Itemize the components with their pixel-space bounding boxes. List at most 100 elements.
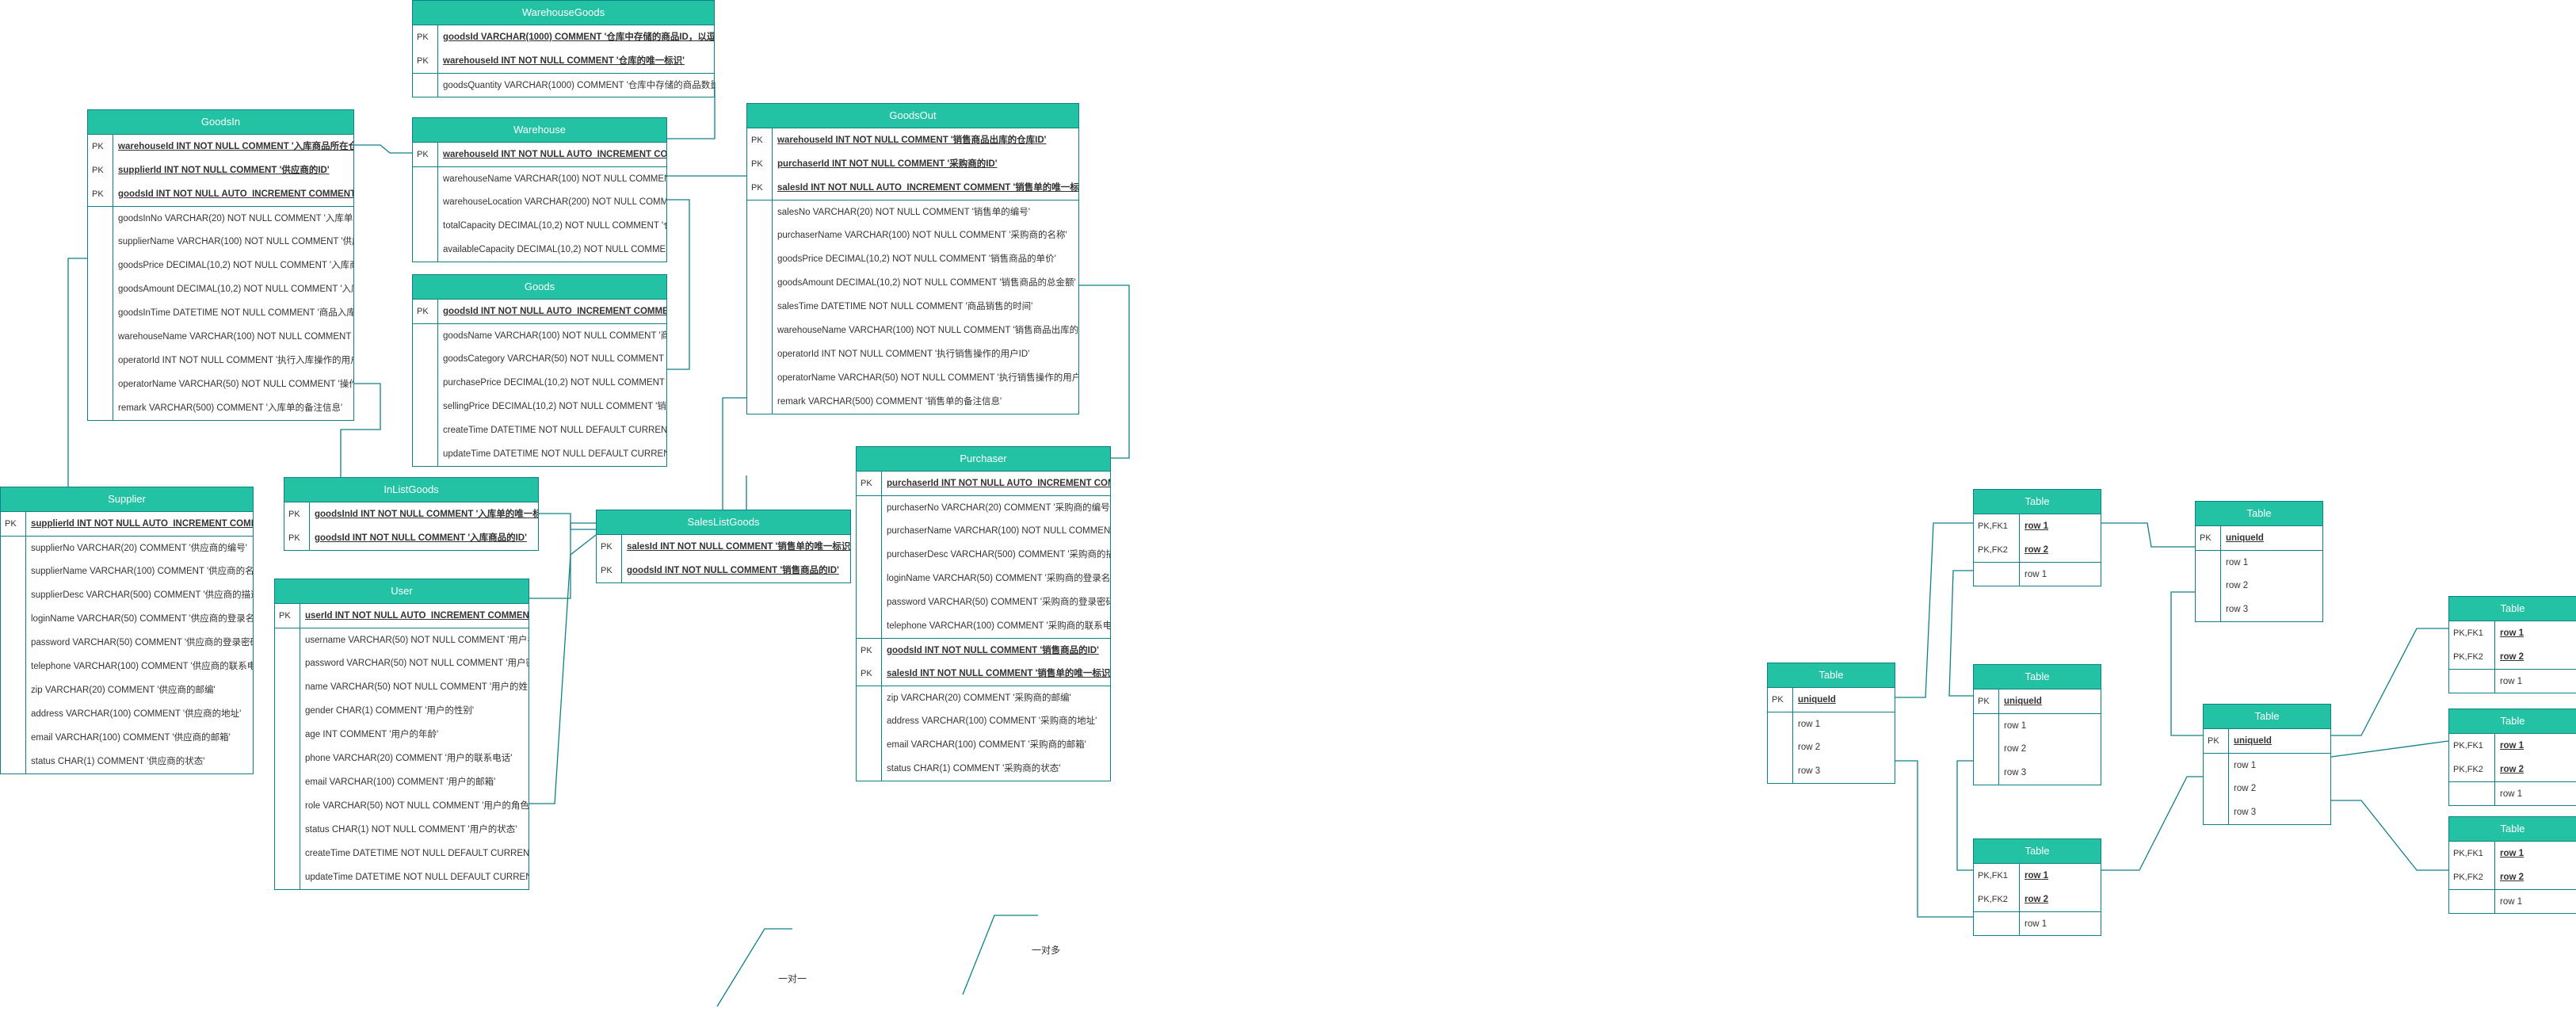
table-row[interactable]: row 1 (1974, 911, 2101, 935)
table-row[interactable]: purchaserNo VARCHAR(20) COMMENT '采购商的编号' (857, 495, 1110, 519)
table-row[interactable]: password VARCHAR(50) COMMENT '供应商的登录密码' (1, 631, 253, 655)
relationship-line-supplier-to-goodsin[interactable] (67, 258, 87, 487)
table-row[interactable]: updateTime DATETIME NOT NULL DEFAULT CUR… (275, 865, 529, 889)
table-row[interactable]: name VARCHAR(50) NOT NULL COMMENT '用户的姓名… (275, 675, 529, 699)
relationship-line-legend-one-to-one[interactable] (716, 928, 792, 1007)
relationship-line-warehouse-to-goodsin[interactable] (354, 144, 412, 154)
table-row[interactable]: row 2 (2204, 777, 2330, 800)
table-row[interactable]: goodsAmount DECIMAL(10,2) NOT NULL COMME… (747, 271, 1078, 295)
table-row[interactable]: loginName VARCHAR(50) COMMENT '供应商的登录名' (1, 607, 253, 631)
table-row[interactable]: purchaserName VARCHAR(100) NOT NULL COMM… (857, 519, 1110, 543)
relationship-line-warehouse-to-goods[interactable] (667, 199, 690, 370)
table-row[interactable]: goodsCategory VARCHAR(50) NOT NULL COMME… (413, 347, 666, 371)
table-row[interactable]: row 2 (1768, 735, 1895, 759)
table-row[interactable]: email VARCHAR(100) COMMENT '采购商的邮箱' (857, 733, 1110, 757)
relationship-line-goodsin-to-inlistgoods[interactable] (340, 383, 381, 477)
table-row[interactable]: purchaserDesc VARCHAR(500) COMMENT '采购商的… (857, 543, 1110, 567)
relationship-line-user-to-goodsout[interactable] (529, 534, 597, 804)
table-row[interactable]: salesNo VARCHAR(20) NOT NULL COMMENT '销售… (747, 200, 1078, 223)
table-row[interactable]: supplierNo VARCHAR(20) COMMENT '供应商的编号' (1, 536, 253, 560)
table-row[interactable]: goodsPrice DECIMAL(10,2) NOT NULL COMMEN… (747, 247, 1078, 271)
table-row[interactable]: warehouseName VARCHAR(100) NOT NULL COMM… (88, 325, 353, 349)
table-row[interactable]: supplierName VARCHAR(100) COMMENT '供应商的名… (1, 560, 253, 583)
relationship-line-tpl-a-to-tplb[interactable] (2101, 522, 2195, 548)
table-row[interactable]: availableCapacity DECIMAL(10,2) NOT NULL… (413, 238, 666, 262)
table-row[interactable]: warehouseLocation VARCHAR(200) NOT NULL … (413, 190, 666, 214)
table-row[interactable]: operatorName VARCHAR(50) NOT NULL COMMEN… (88, 372, 353, 396)
table-row[interactable]: goodsPrice DECIMAL(10,2) NOT NULL COMMEN… (88, 254, 353, 277)
table-row[interactable]: password VARCHAR(50) NOT NULL COMMENT '用… (275, 651, 529, 675)
table-row[interactable]: goodsInNo VARCHAR(20) NOT NULL COMMENT '… (88, 206, 353, 230)
table-row[interactable]: supplierName VARCHAR(100) NOT NULL COMME… (88, 230, 353, 254)
table-row[interactable]: row 3 (2196, 598, 2322, 621)
table-row[interactable]: goodsName VARCHAR(100) NOT NULL COMMENT … (413, 323, 666, 347)
relationship-line-tplf-to-tple[interactable] (2101, 776, 2203, 871)
table-row[interactable]: createTime DATETIME NOT NULL DEFAULT CUR… (275, 842, 529, 865)
table-row[interactable]: telephone VARCHAR(100) COMMENT '供应商的联系电话… (1, 655, 253, 678)
table-row[interactable]: createTime DATETIME NOT NULL DEFAULT CUR… (413, 418, 666, 442)
table-row[interactable]: zip VARCHAR(20) COMMENT '供应商的邮编' (1, 678, 253, 702)
table-row[interactable]: row 3 (2204, 800, 2330, 824)
table-row[interactable]: salesTime DATETIME NOT NULL COMMENT '商品销… (747, 295, 1078, 319)
relationship-line-legend-one-to-many[interactable] (962, 915, 1038, 995)
relationship-line-goodsout-to-purchaser[interactable] (1079, 285, 1130, 459)
table-row[interactable]: operatorName VARCHAR(50) NOT NULL COMMEN… (747, 366, 1078, 390)
table-row[interactable]: goodsAmount DECIMAL(10,2) NOT NULL COMME… (88, 277, 353, 301)
table-row[interactable]: username VARCHAR(50) NOT NULL COMMENT '用… (275, 628, 529, 651)
table-row[interactable]: status CHAR(1) NOT NULL COMMENT '用户的状态' (275, 818, 529, 842)
table-row[interactable]: goodsQuantity VARCHAR(1000) COMMENT '仓库中… (413, 73, 714, 97)
table-row[interactable]: age INT COMMENT '用户的年龄' (275, 723, 529, 747)
table-row[interactable]: zip VARCHAR(20) COMMENT '采购商的邮编' (857, 686, 1110, 709)
relationship-line-tplf-to-tplg[interactable] (2331, 628, 2448, 736)
table-row[interactable]: totalCapacity DECIMAL(10,2) NOT NULL COM… (413, 214, 666, 238)
relationship-line-tplf-to-tplh[interactable] (2330, 740, 2449, 758)
table-row[interactable]: address VARCHAR(100) COMMENT '采购商的地址' (857, 709, 1110, 733)
table-row[interactable]: row 1 (2449, 669, 2576, 693)
table-row[interactable]: row 3 (1768, 759, 1895, 783)
relationship-line-user-to-saleslist[interactable] (529, 522, 596, 599)
table-row[interactable]: status CHAR(1) COMMENT '采购商的状态' (857, 757, 1110, 781)
table-row[interactable]: goodsInTime DATETIME NOT NULL COMMENT '商… (88, 301, 353, 325)
relationship-line-tpld-to-tpla[interactable] (1948, 570, 1973, 697)
table-row[interactable]: warehouseName VARCHAR(100) NOT NULL COMM… (413, 166, 666, 190)
table-row[interactable]: row 1 (1974, 562, 2101, 586)
